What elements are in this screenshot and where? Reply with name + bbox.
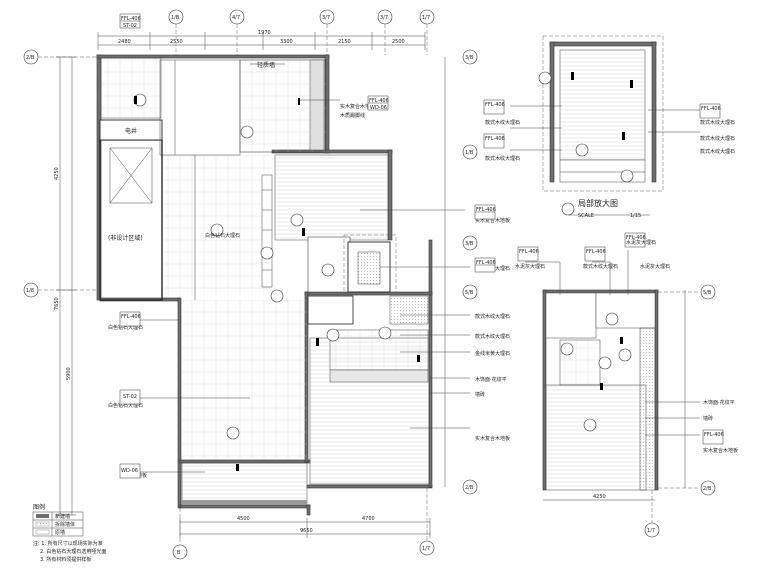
bottom-dim-1: 4500 [237, 516, 250, 522]
main-floor-plan: 电井 (非设计区域) [96, 13, 510, 516]
axis-label-37b: 3/7 [380, 15, 388, 21]
axis-label-17-b: 1/7 [422, 546, 430, 552]
tag-detail-b2: FFL-406 [586, 249, 606, 255]
note-level-main: 木饰面·花纹平 [475, 376, 507, 383]
note-water-grey-b: 水泥灰大理石 [626, 239, 656, 246]
note-scan-marble-b: 款式木纹大理石 [475, 313, 510, 320]
axis-label-47: 4/7 [232, 15, 240, 21]
axis-label-17: 1/7 [422, 15, 430, 21]
tag-fl-a: FFL-406 [369, 98, 389, 104]
axis-bubbles-left: 2/B 1/8 [23, 49, 98, 298]
footnote-3: 3. 所有材料须提供样板 [40, 556, 91, 563]
note-white-marble-a: 白色钻石大理石 [205, 232, 240, 239]
axis-bubbles-main-right: 3/B 1/B 3/B 5/B 2/B [444, 49, 478, 495]
detail-plan-bottom: FFL-406 水泥灰大理石 FFL-406 款式木纹大理石 FFL-406 水… [515, 232, 738, 538]
note-white-marble-low: 白色钻石大理石 [108, 402, 143, 409]
tag-wd-left: WD-06 [121, 468, 138, 474]
legend-item-3: 原墙 [55, 529, 65, 536]
axis-label-18: 1/8 [26, 288, 34, 294]
axis-label-5b-d: 5/B [703, 290, 712, 296]
tag-st-top: ST-02 [123, 23, 137, 29]
axis-label-2b: 2/B [26, 55, 35, 61]
note-water-grey-c: 水泥灰大理石 [640, 263, 670, 270]
note-wall-tile-main: 墙砖 [475, 391, 485, 398]
note-detail-5: 款式木纹大理石 [700, 148, 735, 155]
note-scan-marble-d: 款式木纹大理石 [583, 263, 618, 270]
axis-label-17-d: 1/7 [647, 528, 655, 534]
tag-fl-top: FFL-406 [121, 16, 141, 22]
axis-label-1b: 1/B [171, 15, 180, 21]
tag-st-left: ST-02 [123, 394, 137, 400]
note-wood-floor-a: 实木复合木地板 [340, 103, 375, 110]
note-wall-top: 轻质墙 [257, 61, 275, 69]
left-dimension-chain: 4250 5900 7650 [54, 56, 76, 516]
left-dim-1: 4250 [54, 167, 60, 180]
tag-detail-2: FFL-406 [485, 136, 505, 142]
tag-fl-b: FFL-406 [476, 207, 496, 213]
stair-area-label: (非设计区域) [108, 234, 143, 242]
axis-label-37a: 3/7 [322, 15, 330, 21]
tag-fl-left: FFL-406 [121, 314, 141, 320]
axis-label-3b-r: 3/B [465, 241, 474, 247]
axis-label-3b: 3/B [465, 55, 474, 61]
bottom-dim-2: 4700 [362, 516, 375, 522]
axis-label-2b-r: 2/B [465, 485, 474, 491]
legend-item-1: 新建墙 [55, 513, 70, 520]
note-wood-skirting-a: 木质踢脚线 [340, 112, 365, 119]
legend-item-2: 拆除墙体 [55, 521, 75, 528]
bottom-dim-3: 9650 [300, 528, 313, 534]
note-white-marble-left: 白色钻石大理石 [108, 324, 143, 331]
note-detail-4: 款式木纹大理石 [700, 135, 735, 142]
note-wood-floor-b: 实木复合木地板 [475, 217, 510, 224]
top-dim-4: 3300 [280, 39, 293, 45]
legend: 图例 新建墙 拆除墙体 原墙 [32, 503, 84, 537]
tag-detail-b1: FFL-406 [519, 249, 539, 255]
note-level-detail: 木饰面·花纹平 [703, 399, 735, 406]
bottom-dimension-chain: 4500 4700 9650 B 1/7 [172, 488, 435, 560]
footnote-2: 2. 白色钻石大理石选用哑光面 [40, 548, 106, 555]
top-dim-3: 1970 [258, 30, 271, 36]
tag-detail-3: FFL-406 [701, 106, 721, 112]
material-tags: FFL-406 ST-02 FFL-406 WD-06 FFL-406 FFL-… [119, 13, 496, 479]
note-gold-marble: 金线米黄大理石 [475, 350, 510, 357]
tag-detail-1: FFL-406 [485, 102, 505, 108]
note-wood-floor-c: 实木复合木地板 [475, 435, 510, 442]
footnote-1: 注: 1. 所有尺寸以现场实际为准 [33, 540, 103, 547]
detail-scale-label: SCALE [578, 213, 594, 219]
detail-bottom-dim: 4250 [593, 494, 606, 500]
detail-scale-value: 1/15 [630, 213, 641, 219]
axis-bubbles-top: 1/B 4/7 3/7 3/7 1/7 [168, 9, 435, 55]
note-scan-marble-c: 款式木纹大理石 [475, 333, 510, 340]
note-detail-3: 款式木纹大理石 [700, 119, 735, 126]
top-dim-2: 2550 [170, 39, 183, 45]
top-dim-6: 2500 [392, 39, 405, 45]
elec-shaft-label: 电井 [125, 127, 137, 135]
note-detail-1: 款式木纹大理石 [485, 119, 520, 126]
left-dim-2: 5900 [66, 367, 72, 380]
detail-plan-title: 局部放大图 [578, 198, 618, 208]
top-dimension-chain: 2480 2550 1970 3300 2150 2500 [97, 30, 426, 50]
note-water-grey-a: 水泥灰大理石 [515, 263, 545, 270]
note-detail-2: 款式木纹大理石 [485, 155, 520, 162]
legend-title: 图例 [33, 503, 45, 511]
tag-detail-b3: FFL-406 [626, 235, 646, 241]
top-dim-5: 2150 [338, 39, 351, 45]
detail-plan-top: 局部放大图 SCALE 1/15 FFL-406 款式木纹大理石 FFL-406… [483, 27, 735, 219]
tag-fl-c: FFL-406 [476, 260, 496, 266]
axis-label-b: B [177, 550, 181, 556]
left-dim-3: 7650 [54, 297, 60, 310]
top-dim-1: 2480 [118, 39, 131, 45]
tag-detail-b4: FFL-406 [704, 432, 724, 438]
footnote: 注: 1. 所有尺寸以现场实际为准 2. 白色钻石大理石选用哑光面 3. 所有材… [33, 540, 106, 563]
note-wall-tile-detail: 墙砖 [703, 415, 713, 422]
axis-label-5b: 5/B [465, 290, 474, 296]
axis-label-2b-d: 2/B [703, 486, 712, 492]
note-wood-floor-d: 实木复合木地板 [703, 447, 738, 454]
tag-wd-a: WD-06 [370, 105, 387, 111]
axis-label-1b-r: 1/B [465, 150, 474, 156]
